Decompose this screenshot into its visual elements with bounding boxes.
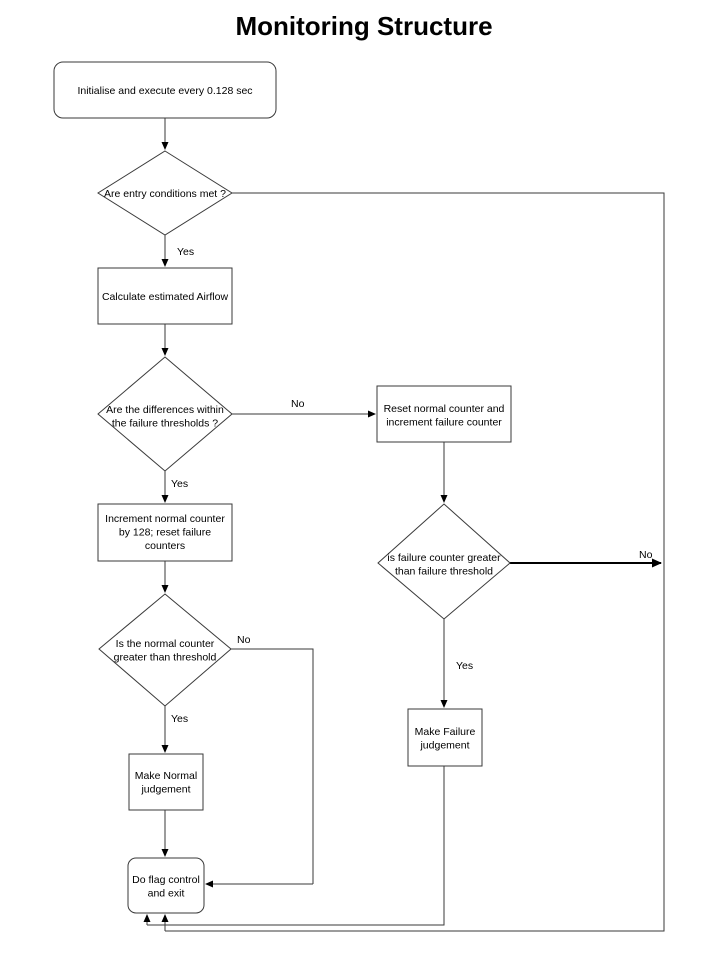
label-entry-yes: Yes [177,246,194,258]
node-incr-shape [97,503,233,562]
label-norm-no: No [237,634,251,646]
node-failcheck-shape [377,503,511,620]
node-diff-text: Are the differences within the failure th… [106,404,224,430]
node-init-line: Initialise and execute every 0.128 sec [77,85,252,97]
node-normcheck-shape [98,593,232,707]
node-normj-line: judgement [140,784,190,796]
edges [143,118,665,932]
node-init-shape [53,61,277,119]
label-fail-no: No [639,549,653,561]
node-flag-shape [127,857,205,914]
node-calc-shape [97,267,233,325]
node-incr-line: by 128; reset failure [119,527,211,539]
node-incr-line: counters [145,540,185,552]
node-flag-line: Do flag control [132,874,200,886]
node-reset-shape [376,385,512,443]
node-reset-line: increment failure counter [386,417,502,429]
node-failcheck-line: is failure counter greater [387,552,501,564]
node-normcheck-text: Is the normal counter greater than thresh… [114,638,217,664]
node-normj-line: Make Normal [135,770,197,782]
node-reset-text: Reset normal counter and increment failur… [384,403,505,429]
node-normj: Make Normal judgement [128,753,204,811]
node-reset-line: Reset normal counter and [384,403,505,415]
node-diff: Are the differences within the failure th… [97,356,233,472]
edge-normcheck-no [231,648,314,884]
node-flag-text: Do flag control and exit [132,874,200,900]
node-diff-shape [97,356,233,472]
node-failj-line: Make Failure [415,726,476,738]
label-diff-yes: Yes [171,478,188,490]
node-entry-shape [97,150,233,236]
node-entry: Are entry conditions met ? [97,150,233,236]
label-norm-yes: Yes [171,713,188,725]
edge-entry-no-loop [165,192,665,932]
node-failj: Make Failure judgement [407,708,483,767]
node-entry-line: Are entry conditions met ? [104,188,226,200]
label-fail-yes: Yes [456,660,473,672]
node-diff-line: Are the differences within [106,404,224,416]
node-diff-line: the failure thresholds ? [112,418,218,430]
node-failj-line: judgement [419,740,469,752]
node-failcheck-text: is failure counter greater than failure t… [387,552,501,578]
edge-failj-flag [147,766,445,926]
node-calc-text: Calculate estimated Airflow [102,291,228,303]
node-flag-line: and exit [148,888,185,900]
node-failj-shape [407,708,483,767]
edge-labels: Yes No Yes No Yes No Yes [171,246,653,725]
node-failcheck-line: than failure threshold [395,566,493,578]
node-init: Initialise and execute every 0.128 sec [53,61,277,119]
node-normj-text: Make Normal judgement [135,770,197,796]
node-incr: Increment normal counter by 128; reset fa… [97,503,233,562]
node-calc: Calculate estimated Airflow [97,267,233,325]
node-normcheck: Is the normal counter greater than thresh… [98,593,232,707]
node-incr-line: Increment normal counter [105,513,225,525]
node-calc-line: Calculate estimated Airflow [102,291,228,303]
label-diff-no: No [291,398,305,410]
node-flag: Do flag control and exit [127,857,205,914]
node-incr-text: Increment normal counter by 128; reset fa… [105,513,225,552]
node-entry-text: Are entry conditions met ? [104,188,226,200]
node-reset: Reset normal counter and increment failur… [376,385,512,443]
node-normj-shape [128,753,204,811]
node-normcheck-line: greater than threshold [114,652,217,664]
node-failcheck: is failure counter greater than failure t… [377,503,511,620]
node-normcheck-line: Is the normal counter [116,638,215,650]
node-init-text: Initialise and execute every 0.128 sec [77,85,252,97]
node-failj-text: Make Failure judgement [415,726,476,752]
page-title: Monitoring Structure [235,11,492,41]
